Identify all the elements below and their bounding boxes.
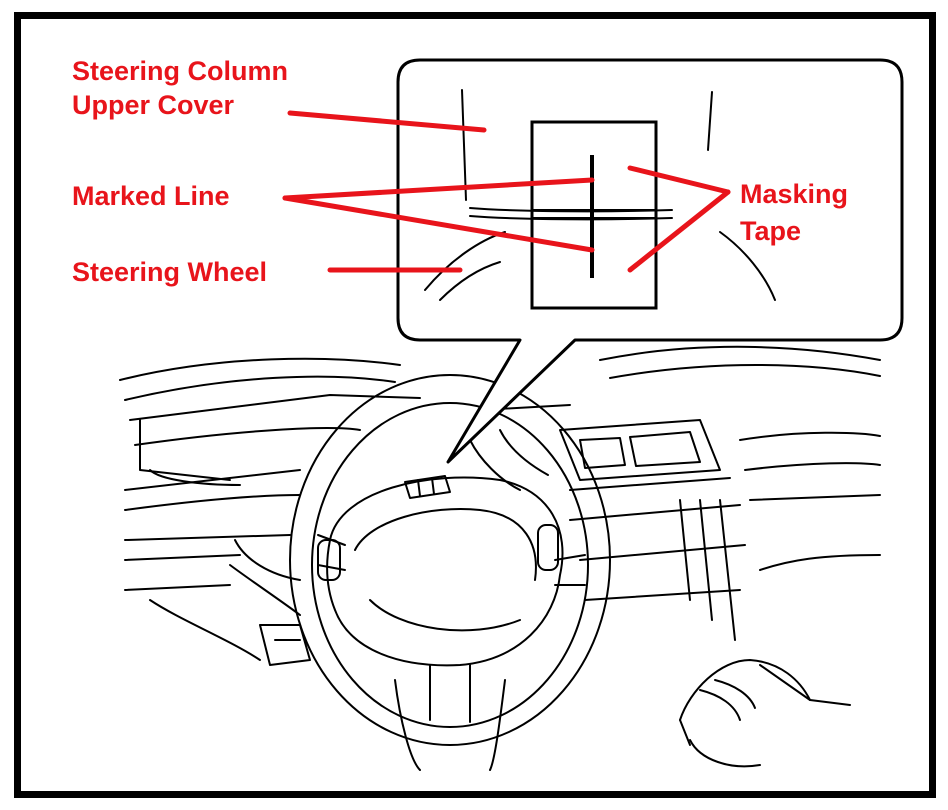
leader-masking-tape-lower [627, 189, 731, 273]
leader-marked-line-upper [282, 177, 595, 201]
masking-tape-rect [530, 120, 658, 310]
dashboard-illustration [119, 345, 881, 771]
label-upper-cover: Upper Cover [72, 90, 235, 120]
callout-box [396, 58, 904, 464]
label-steering-wheel: Steering Wheel [72, 257, 267, 287]
label-steering-column: Steering Column [72, 56, 288, 86]
leader-upper-cover [287, 110, 487, 133]
label-tape: Tape [740, 216, 801, 246]
label-masking: Masking [740, 179, 848, 209]
leader-lines [282, 110, 731, 273]
label-marked-line: Marked Line [72, 181, 230, 211]
leader-marked-line-lower [282, 195, 595, 253]
leader-masking-tape-upper [627, 165, 731, 195]
